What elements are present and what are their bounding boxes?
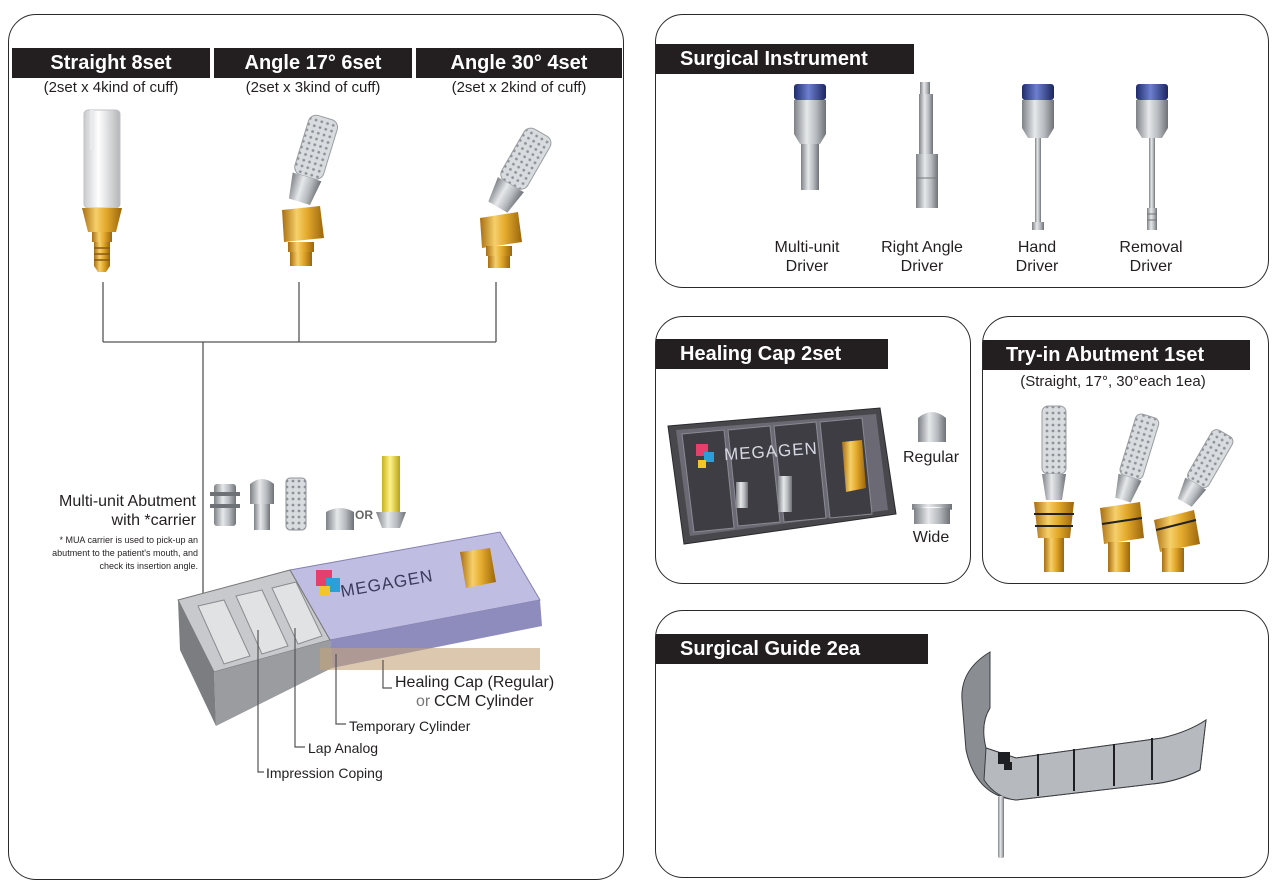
wide-healing-cap-icon [912, 504, 952, 524]
callout-lap-analog: Lap Analog [308, 740, 379, 756]
right-angle-driver-image [916, 82, 938, 208]
subheader-angle-17: (2set x 3kind of cuff) [245, 79, 381, 96]
mua-title-line1: Multi-unit Abutment [59, 493, 196, 510]
angle-17-abutment-image [282, 114, 339, 266]
wide-label: Wide [912, 529, 950, 546]
callout-or: or [416, 693, 431, 710]
removal-driver-label-2: Driver [1129, 258, 1173, 275]
right-angle-driver-label-1: Right Angle [881, 239, 963, 256]
hand-driver-label-1: Hand [1017, 239, 1057, 256]
subheader-straight: (2set x 4kind of cuff) [43, 79, 179, 96]
tryin-abutment-subtitle: (Straight, 17°, 30°each 1ea) [1020, 373, 1206, 390]
or-text: OR [355, 508, 373, 522]
hand-driver-label-2: Driver [1015, 258, 1059, 275]
surgical-guide-image [961, 651, 1207, 858]
mua-title-line2: with *carrier [111, 512, 196, 529]
multi-unit-driver-label-2: Driver [785, 258, 829, 275]
callout-impression-coping: Impression Coping [266, 765, 383, 781]
header-angle-17: Angle 17° 6set [214, 48, 412, 78]
tryin-straight-image [1034, 405, 1074, 572]
callout-temporary-cylinder: Temporary Cylinder [349, 718, 471, 734]
right-angle-driver-label-2: Driver [900, 258, 944, 275]
hand-driver-image [1022, 84, 1054, 230]
surgical-instrument-title: Surgical Instrument [656, 44, 914, 74]
regular-healing-cap-icon [918, 412, 946, 442]
multi-unit-driver-image [794, 84, 826, 190]
header-angle-30: Angle 30° 4set [416, 48, 622, 78]
mua-components-image [210, 456, 406, 531]
removal-driver-label-1: Removal [1119, 239, 1183, 256]
tryin-angle-30-image [1154, 429, 1234, 572]
callout-healing-cap: Healing Cap (Regular) [395, 674, 555, 691]
straight-abutment-image [82, 109, 122, 272]
tryin-abutment-title: Try-in Abutment 1set [983, 340, 1250, 370]
angle-30-abutment-image [480, 127, 552, 268]
header-straight: Straight 8set [12, 48, 210, 78]
removal-driver-image [1136, 84, 1168, 230]
mua-note: * MUA carrier is used to pick-up an abut… [52, 535, 198, 571]
multi-unit-driver-label-1: Multi-unit [774, 239, 840, 256]
healing-cap-title: Healing Cap 2set [656, 339, 888, 369]
mua-kit-box-image [177, 531, 542, 726]
surgical-guide-title: Surgical Guide 2ea [656, 634, 928, 664]
callout-ccm-cylinder: CCM Cylinder [434, 693, 534, 710]
healing-cap-box-image [667, 407, 897, 545]
regular-label: Regular [902, 449, 960, 466]
subheader-angle-30: (2set x 2kind of cuff) [451, 79, 587, 96]
tryin-angle-17-image [1100, 413, 1160, 572]
